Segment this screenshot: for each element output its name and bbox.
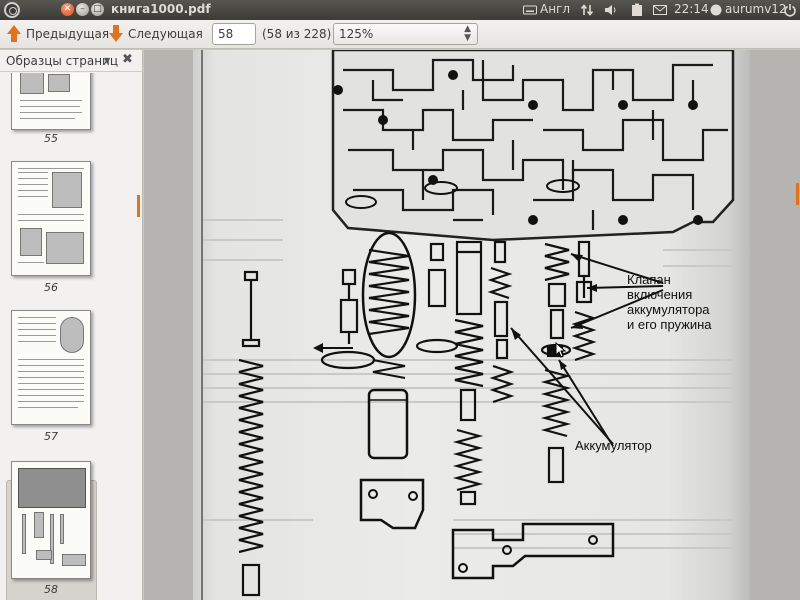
close-icon[interactable]: ✖ [122,52,133,67]
chevron-down-icon[interactable]: ▼ [104,56,111,65]
window-title: книга1000.pdf [111,2,211,16]
thumbnail-page-57[interactable] [11,310,91,425]
toolbar: Предыдущая Следующая (58 из 228) 125% ▲▼ [0,20,800,49]
page-count: (58 из 228) [262,27,332,41]
keyboard-layout-indicator[interactable]: Англ [540,2,571,16]
network-icon[interactable] [580,3,594,17]
valve-callout: Клапан включения аккумулятора и его пруж… [627,272,712,332]
sidebar-header: Образцы страниц ▼ ✖ [0,50,143,72]
maximize-window-button[interactable]: □ [91,3,104,16]
volume-icon[interactable] [604,3,618,17]
minimize-window-button[interactable]: – [76,3,89,16]
sidebar-scrollbar[interactable] [137,195,140,217]
keyboard-icon[interactable] [523,3,537,17]
document-scrollbar[interactable] [796,183,799,205]
arrow-down-icon [108,25,124,43]
document-viewer[interactable]: Клапан включения аккумулятора и его пруж… [144,50,800,600]
previous-page-button[interactable]: Предыдущая [6,23,109,45]
previous-page-label: Предыдущая [26,27,110,41]
power-icon[interactable] [783,3,797,17]
close-window-button[interactable]: ✕ [61,3,74,16]
thumbnail-label: 56 [44,281,58,294]
thumbnail-label: 55 [44,132,58,145]
thumbnail-list: 55 56 [0,73,138,600]
sidebar: Образцы страниц ▼ ✖ 55 [0,50,143,600]
page-number-input[interactable] [212,23,256,45]
chevron-updown-icon: ▲▼ [464,24,471,43]
valve-callout-line: аккумулятора [627,302,710,317]
user-name[interactable]: aurumv12 [725,2,787,16]
thumbnail-page-56[interactable] [11,161,91,276]
mail-icon[interactable] [653,3,667,17]
thumbnail-page-58[interactable] [11,461,91,579]
battery-icon[interactable] [630,3,644,17]
thumbnail-label: 58 [44,583,58,596]
valve-callout-line: Клапан [627,272,671,287]
next-page-button[interactable]: Следующая [108,23,203,45]
pdf-page: Клапан включения аккумулятора и его пруж… [193,50,750,600]
transmission-valve-body-diagram [201,50,735,600]
thumbnail-page-55[interactable] [11,73,91,130]
valve-callout-line: и его пружина [627,317,712,332]
zoom-value: 125% [339,27,374,41]
next-page-label: Следующая [128,27,203,41]
thumbnail-label: 57 [44,430,58,443]
top-panel: ✕ – □ книга1000.pdf Англ 22:14 aurumv12 [0,0,800,20]
accumulator-callout: Аккумулятор [575,438,652,453]
zoom-select[interactable]: 125% ▲▼ [333,23,478,45]
sidebar-title[interactable]: Образцы страниц [6,54,119,68]
valve-callout-line: включения [627,287,693,302]
user-status-icon[interactable] [709,3,723,17]
clock[interactable]: 22:14 [674,2,709,16]
mouse-pointer-icon [555,342,567,358]
ubuntu-logo-icon[interactable] [4,2,20,18]
arrow-up-icon [6,25,22,43]
